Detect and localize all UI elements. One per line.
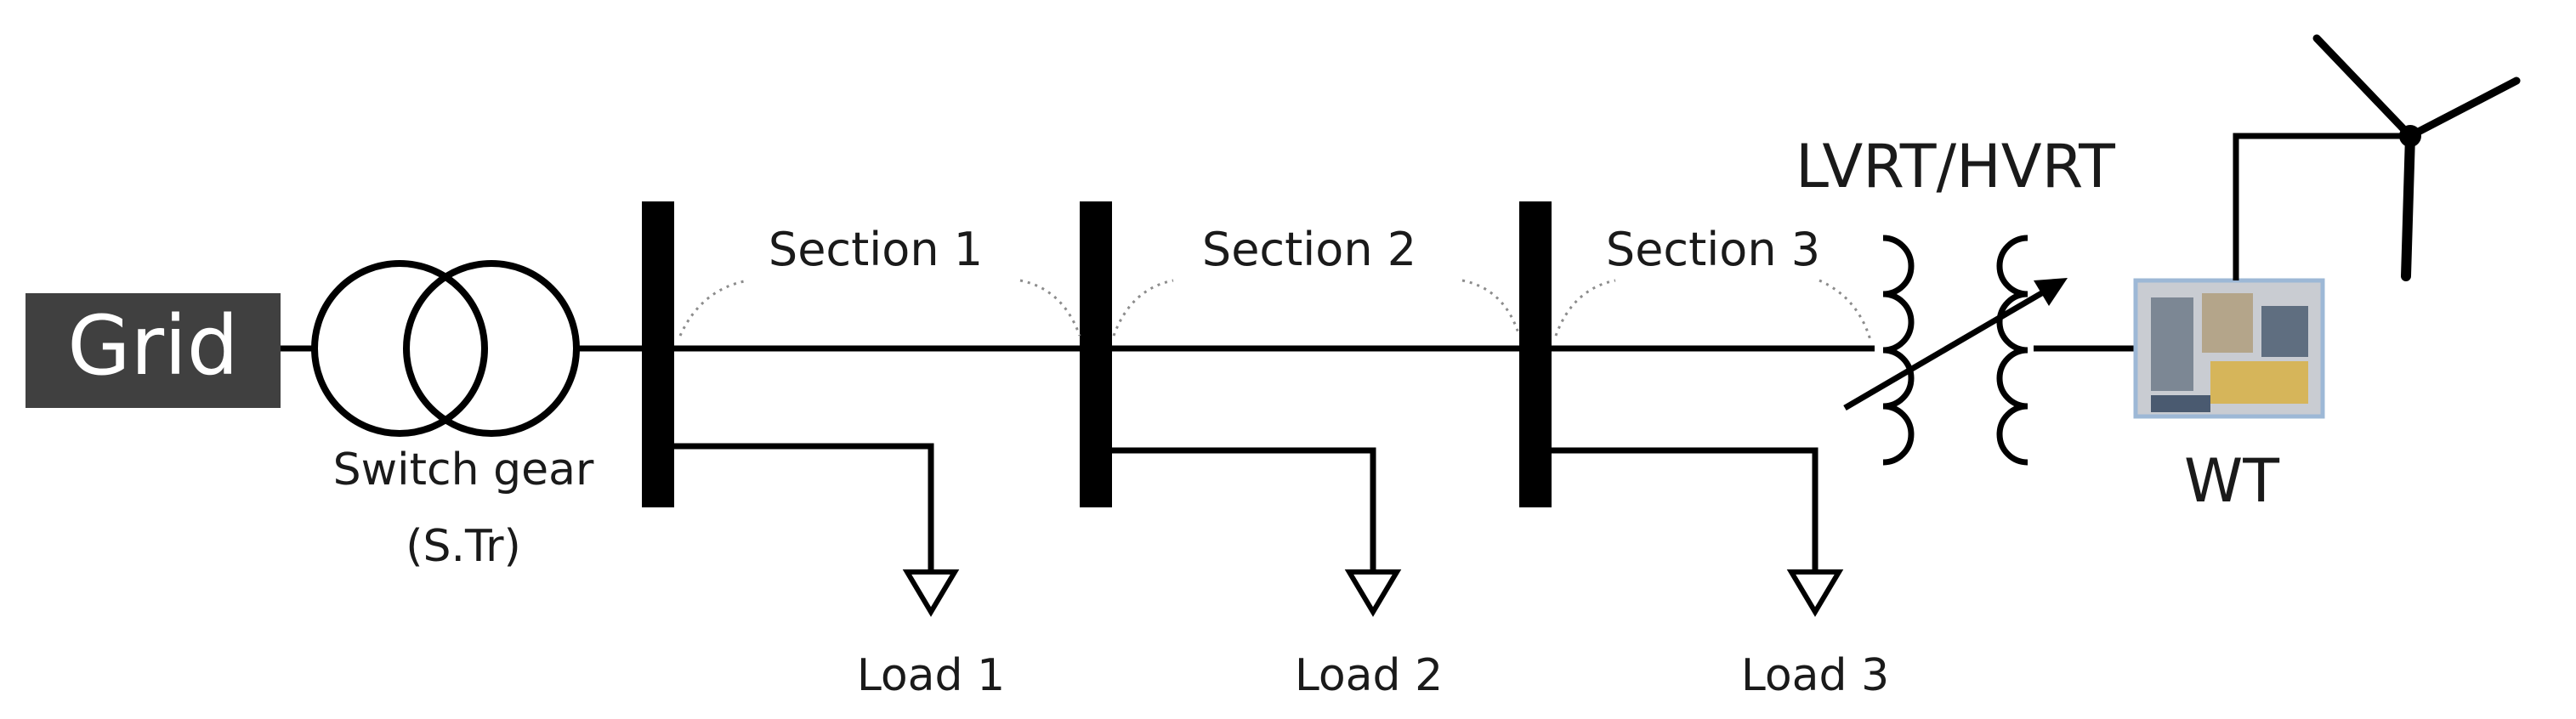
section-3-arc-left: [1554, 279, 1616, 337]
load-2-label: Load 2: [1295, 650, 1443, 701]
section-1-arc-left: [678, 279, 749, 337]
transformer-icon: [311, 260, 580, 437]
load-branch-2: [1112, 447, 1376, 572]
section-arcs: [678, 279, 1872, 341]
load-branch-1: [674, 443, 934, 572]
switchgear-sublabel: (S.Tr): [406, 521, 521, 572]
bus-bar-1: [642, 201, 674, 507]
load-3-label: Load 3: [1741, 650, 1889, 701]
bus-bar-3: [1519, 201, 1552, 507]
load-1-label: Load 1: [857, 650, 1005, 701]
load-arrow-icon-1: [902, 569, 960, 617]
wt-to-turbine-line: [2233, 133, 2406, 280]
section-1-label: Section 1: [769, 223, 983, 276]
regulator-arrowhead: [2034, 278, 2068, 306]
grid-box: [26, 293, 281, 408]
wt-label: WT: [2184, 446, 2279, 516]
load-arrow-icon-2: [1344, 569, 1402, 617]
section-2-label: Section 2: [1202, 223, 1416, 276]
grid-source: Grid: [26, 293, 281, 408]
section-2-arc-left: [1112, 279, 1174, 337]
section-3-arc-right: [1819, 279, 1872, 341]
section-1-arc-right: [1019, 279, 1081, 337]
variable-coil-transformer-icon: [1843, 235, 2051, 466]
load-arrow-icon-3: [1786, 569, 1844, 617]
load-branch-3: [1552, 447, 1819, 572]
wind-turbine-icon: [2312, 34, 2521, 281]
switchgear-label: Switch gear: [333, 444, 594, 495]
lvrt-hvrt-label: LVRT/HVRT: [1796, 132, 2115, 201]
section-3-label: Section 3: [1606, 223, 1820, 276]
bus-bar-2: [1080, 201, 1112, 507]
grid-label: Grid: [67, 298, 238, 393]
wind-turbine-photo: [2133, 278, 2325, 419]
section-2-arc-right: [1461, 279, 1521, 337]
